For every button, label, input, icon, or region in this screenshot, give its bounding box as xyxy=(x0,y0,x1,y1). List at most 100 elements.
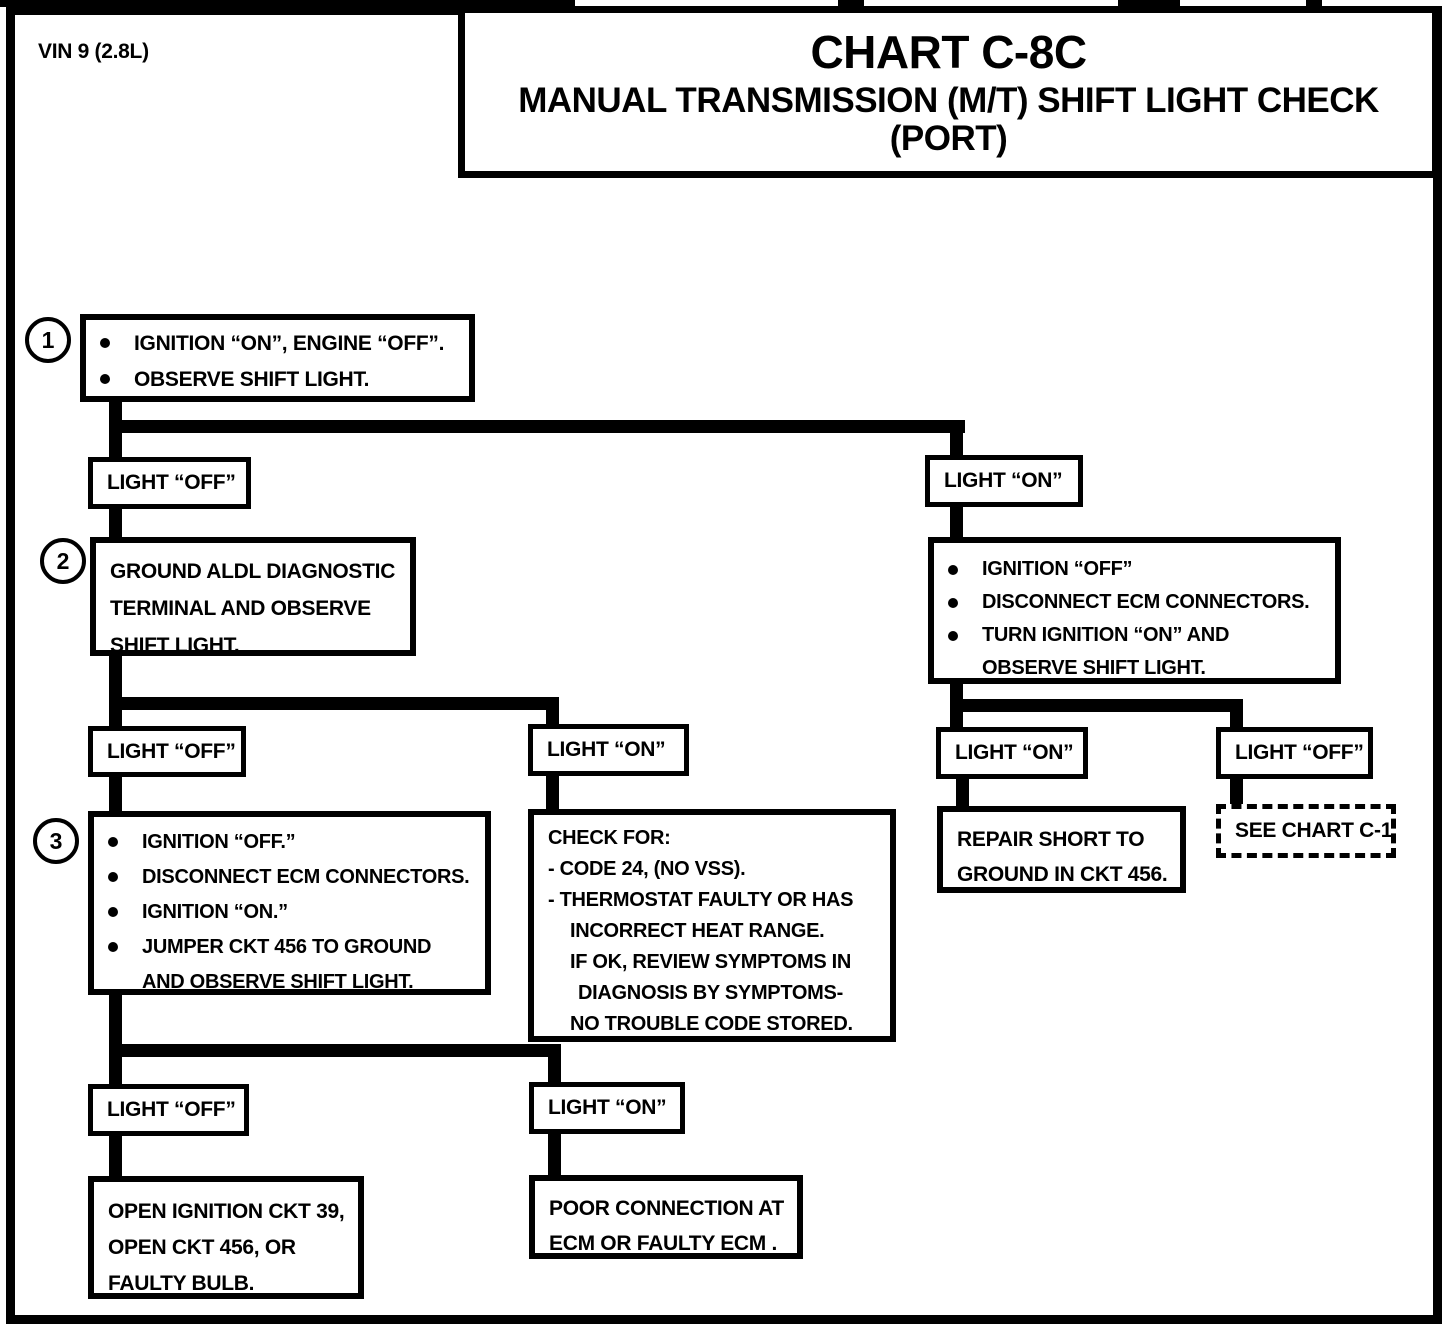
bullet-icon xyxy=(108,942,118,952)
node-repair-short: REPAIR SHORT TO GROUND IN CKT 456. xyxy=(937,806,1186,893)
text-line: DIAGNOSIS BY SYMPTOMS- xyxy=(578,982,843,1004)
connector xyxy=(548,1044,561,1087)
connector xyxy=(109,420,122,462)
chart-title: CHART C-8C xyxy=(810,26,1087,78)
bullet-line: JUMPER CKT 456 TO GROUND xyxy=(94,930,485,965)
bullet-icon xyxy=(100,338,110,348)
node-check-for: CHECK FOR: - CODE 24, (NO VSS). - THERMO… xyxy=(528,809,896,1042)
text-line: OBSERVE SHIFT LIGHT. xyxy=(982,657,1206,679)
bullet-text: IGNITION “ON”, ENGINE “OFF”. xyxy=(134,332,445,355)
bullet-text: IGNITION “ON.” xyxy=(142,901,288,923)
bullet-line: IGNITION “ON”, ENGINE “OFF”. xyxy=(86,326,469,362)
connector xyxy=(109,697,122,731)
node-open-ignition: OPEN IGNITION CKT 39, OPEN CKT 456, OR F… xyxy=(88,1176,364,1299)
step-number: 3 xyxy=(49,827,63,854)
node-light-on-right: LIGHT “ON” xyxy=(936,727,1088,779)
bullet-line: TURN IGNITION “ON” AND xyxy=(934,619,1335,652)
node-light-off-right: LIGHT “OFF” xyxy=(1216,727,1373,779)
text-line: OPEN IGNITION CKT 39, xyxy=(108,1200,345,1223)
step-number-circle: 2 xyxy=(40,538,86,584)
connector xyxy=(546,772,559,814)
step-number-circle: 1 xyxy=(25,317,71,363)
text-line: REPAIR SHORT TO xyxy=(957,828,1145,851)
connector xyxy=(109,1044,561,1057)
text-line: INCORRECT HEAT RANGE. xyxy=(570,920,825,942)
text-line: OPEN CKT 456, OR xyxy=(108,1236,296,1259)
bullet-line: IGNITION “ON.” xyxy=(94,895,485,930)
connector xyxy=(950,503,963,541)
bullet-line: IGNITION “OFF.” xyxy=(94,825,485,860)
bullet-icon xyxy=(108,837,118,847)
bullet-icon xyxy=(108,907,118,917)
branch-label: LIGHT “OFF” xyxy=(107,739,236,763)
connector xyxy=(109,504,122,540)
node-poor-connection: POOR CONNECTION AT ECM OR FAULTY ECM . xyxy=(529,1175,803,1259)
step-number-circle: 3 xyxy=(33,818,79,864)
node-light-off-row1: LIGHT “OFF” xyxy=(88,457,251,509)
node-light-on-row2: LIGHT “ON” xyxy=(528,724,689,776)
branch-label: LIGHT “ON” xyxy=(548,1096,667,1119)
connector xyxy=(950,699,1243,712)
bullet-text: OBSERVE SHIFT LIGHT. xyxy=(134,368,370,391)
text-line: NO TROUBLE CODE STORED. xyxy=(570,1013,853,1035)
connector xyxy=(950,420,963,460)
branch-label: LIGHT “OFF” xyxy=(107,471,236,494)
node-light-on-row3: LIGHT “ON” xyxy=(529,1082,685,1134)
connector xyxy=(109,991,122,1055)
connector xyxy=(548,1130,561,1180)
chart-subtitle-port: (PORT) xyxy=(889,119,1008,158)
branch-label: LIGHT “OFF” xyxy=(107,1098,236,1121)
connector xyxy=(546,697,559,729)
node-see-chart-c1: SEE CHART C-1 xyxy=(1216,804,1396,858)
chart-subtitle: MANUAL TRANSMISSION (M/T) SHIFT LIGHT CH… xyxy=(518,81,1379,120)
bullet-text: DISCONNECT ECM CONNECTORS. xyxy=(142,866,470,888)
chart-title-box: CHART C-8C MANUAL TRANSMISSION (M/T) SHI… xyxy=(458,6,1439,178)
text-line: FAULTY BULB. xyxy=(108,1272,255,1295)
bullet-icon xyxy=(948,598,958,608)
connector xyxy=(109,697,559,710)
connector xyxy=(109,420,965,433)
text-line: - CODE 24, (NO VSS). xyxy=(548,858,746,880)
text-line: - THERMOSTAT FAULTY OR HAS xyxy=(548,889,854,911)
connector xyxy=(109,651,122,707)
connector xyxy=(109,1044,122,1089)
bullet-text: DISCONNECT ECM CONNECTORS. xyxy=(982,591,1310,613)
bullet-text: IGNITION “OFF” xyxy=(982,558,1133,580)
node-light-off-row2: LIGHT “OFF” xyxy=(88,726,246,777)
see-chart-label: SEE CHART C-1 xyxy=(1235,819,1393,842)
connector xyxy=(109,774,122,816)
bullet-line: IGNITION “OFF” xyxy=(934,553,1335,586)
node-step1: IGNITION “ON”, ENGINE “OFF”. OBSERVE SHI… xyxy=(80,314,475,402)
branch-label: LIGHT “ON” xyxy=(955,741,1074,764)
text-line: ECM OR FAULTY ECM . xyxy=(549,1232,778,1255)
node-step3: IGNITION “OFF.” DISCONNECT ECM CONNECTOR… xyxy=(88,811,491,995)
text-line: TERMINAL AND OBSERVE xyxy=(110,597,371,620)
branch-label: LIGHT “OFF” xyxy=(1235,741,1364,764)
step-number: 2 xyxy=(56,547,70,574)
bullet-line: DISCONNECT ECM CONNECTORS. xyxy=(94,860,485,895)
bullet-icon xyxy=(108,872,118,882)
text-line: GROUND ALDL DIAGNOSTIC xyxy=(110,560,396,583)
scan-artifact xyxy=(1118,0,1180,6)
scan-artifact xyxy=(838,0,864,6)
connector xyxy=(950,699,963,732)
connector xyxy=(109,1131,122,1181)
node-step2: GROUND ALDL DIAGNOSTIC TERMINAL AND OBSE… xyxy=(90,537,416,657)
bullet-line: OBSERVE SHIFT LIGHT. xyxy=(86,362,469,398)
bullet-line: DISCONNECT ECM CONNECTORS. xyxy=(934,586,1335,619)
text-line: SHIFT LIGHT. xyxy=(110,634,240,657)
text-line: GROUND IN CKT 456. xyxy=(957,863,1168,886)
node-right-step: IGNITION “OFF” DISCONNECT ECM CONNECTORS… xyxy=(928,537,1341,684)
bullet-text: TURN IGNITION “ON” AND xyxy=(982,624,1230,646)
branch-label: LIGHT “ON” xyxy=(547,738,666,761)
bullet-icon xyxy=(948,631,958,641)
bullet-text: IGNITION “OFF.” xyxy=(142,831,296,853)
scan-artifact xyxy=(0,0,575,7)
connector xyxy=(1230,774,1243,810)
branch-label: LIGHT “ON” xyxy=(944,469,1063,492)
vin-label: VIN 9 (2.8L) xyxy=(38,40,149,63)
node-light-off-row3: LIGHT “OFF” xyxy=(88,1084,249,1136)
scan-artifact xyxy=(1306,0,1322,9)
bullet-icon xyxy=(948,565,958,575)
